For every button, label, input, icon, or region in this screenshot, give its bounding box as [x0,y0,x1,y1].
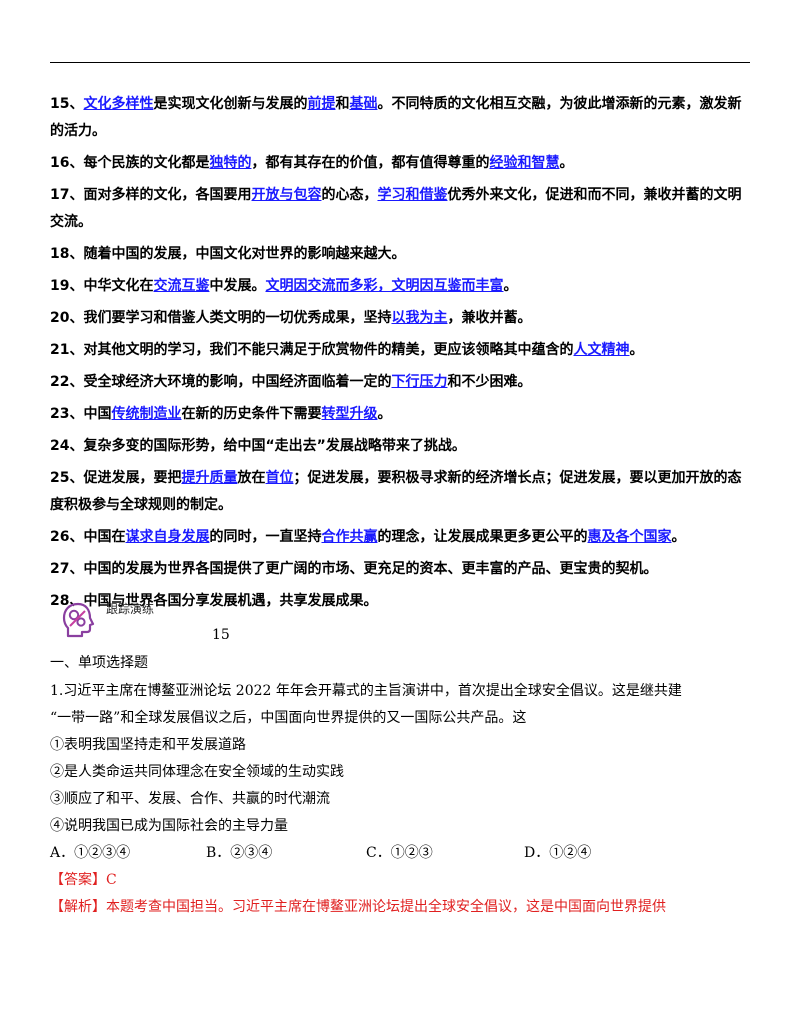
item-number: 18、 [50,246,84,262]
item-text: 我们要学习和借鉴人类文明的一切优秀成果，坚持 [83,310,392,326]
item-text: 在新的历史条件下需要 [181,406,322,422]
item-text: 。 [629,342,644,358]
knowledge-item: 17、面对多样的文化，各国要用开放与包容的心态，学习和借鉴优秀外来文化，促进和而… [50,182,750,236]
item-number: 20、 [50,310,84,326]
knowledge-item: 27、中国的发展为世界各国提供了更广阔的市场、更充足的资本、更丰富的产品、更宝贵… [50,556,750,583]
statement-4: ④说明我国已成为国际社会的主导力量 [50,818,288,834]
item-text: 。 [559,155,574,171]
knowledge-item: 19、中华文化在交流互鉴中发展。文明因交流而多彩，文明因互鉴而丰富。 [50,273,750,300]
keyword-highlight: 独特的 [209,155,252,171]
statement-1: ①表明我国坚持走和平发展道路 [50,737,246,753]
item-text: 中华文化在 [83,278,154,294]
option-d[interactable]: D．①②④ [524,845,592,861]
keyword-highlight: 基础 [349,96,378,112]
item-text: 中国的发展为世界各国提供了更广阔的市场、更充足的资本、更丰富的产品、更宝贵的契机… [83,561,658,577]
knowledge-item: 18、随着中国的发展，中国文化对世界的影响越来越大。 [50,241,750,268]
knowledge-item: 20、我们要学习和借鉴人类文明的一切优秀成果，坚持以我为主，兼收并蓄。 [50,305,750,332]
option-c[interactable]: C．①②③ [366,845,433,861]
keyword-highlight: 前提 [307,96,336,112]
head-gears-icon [62,602,95,638]
answer-options: A．①②③④ B．②③④ C．①②③ D．①②④ [50,840,750,867]
section-title: 一、单项选择题 [50,655,148,671]
knowledge-item: 23、中国传统制造业在新的历史条件下需要转型升级。 [50,401,750,428]
keyword-highlight: 下行压力 [391,374,448,390]
item-text: 是实现文化创新与发展的 [153,96,308,112]
keyword-highlight: 交流互鉴 [153,278,210,294]
knowledge-item: 15、文化多样性是实现文化创新与发展的前提和基础。不同特质的文化相互交融，为彼此… [50,91,750,145]
item-text: 优秀外来文化，促进和而不同，兼收并蓄的文明交流。 [50,187,742,230]
item-text: 的心态， [321,187,378,203]
keyword-highlight: 文化多样性 [83,96,154,112]
answer-line: 【答案】C [50,872,117,888]
item-text: 和 [335,96,350,112]
item-number: 19、 [50,278,84,294]
item-number: 27、 [50,561,84,577]
item-number: 21、 [50,342,84,358]
tracking-practice-label: 跟踪演练 [106,602,155,616]
item-text: 。 [377,406,392,422]
item-text: 受全球经济大环境的影响，中国经济面临着一定的 [83,374,392,390]
question-stem-line-1: 1.习近平主席在博鳌亚洲论坛 2022 年年会开幕式的主旨演讲中，首次提出全球安… [50,683,682,699]
knowledge-item: 21、对其他文明的学习，我们不能只满足于欣赏物件的精美，更应该领略其中蕴含的人文… [50,337,750,364]
item-number: 25、 [50,470,84,486]
item-text: 中国在 [83,529,126,545]
item-text: 的同时，一直坚持 [209,529,322,545]
item-number: 16、 [50,155,84,171]
item-text: 。 [503,278,518,294]
page-number: 15 [212,627,230,643]
knowledge-item: 25、促进发展，要把提升质量放在首位；促进发展，要积极寻求新的经济增长点；促进发… [50,465,750,519]
tracking-practice-header: 跟踪演练 [60,600,360,640]
item-text: 每个民族的文化都是 [83,155,210,171]
item-number: 17、 [50,187,84,203]
keyword-highlight: 传统制造业 [111,406,182,422]
keyword-highlight: 开放与包容 [251,187,322,203]
question-stem-line-2: “一带一路”和全球发展倡议之后，中国面向世界提供的又一国际公共产品。这 [50,710,527,726]
item-text: 的理念，让发展成果更多更公平的 [377,529,588,545]
item-text: 复杂多变的国际形势，给中国“走出去”发展战略带来了挑战。 [83,438,466,454]
item-text: 对其他文明的学习，我们不能只满足于欣赏物件的精美，更应该领略其中蕴含的 [83,342,574,358]
statement-2: ②是人类命运共同体理念在安全领域的生动实践 [50,764,344,780]
item-text: 中国 [83,406,112,422]
option-b[interactable]: B．②③④ [206,845,273,861]
item-number: 24、 [50,438,84,454]
keyword-highlight: 惠及各个国家 [587,529,672,545]
item-text: ，都有其存在的价值，都有值得尊重的 [251,155,490,171]
item-text: 。不同特质的文化相互交融，为彼此增添新的元素，激发新的活力。 [50,96,742,139]
item-text: 放在 [237,470,266,486]
keyword-highlight: 合作共赢 [321,529,378,545]
keyword-highlight: 提升质量 [181,470,238,486]
statement-3: ③顺应了和平、发展、合作、共赢的时代潮流 [50,791,330,807]
keyword-highlight: 人文精神 [573,342,630,358]
option-a[interactable]: A．①②③④ [50,845,131,861]
item-number: 15、 [50,96,84,112]
item-text: 。 [671,529,686,545]
top-rule [50,62,750,63]
keyword-highlight: 谋求自身发展 [125,529,210,545]
explanation-line: 【解析】本题考查中国担当。习近平主席在博鳌亚洲论坛提出全球安全倡议，这是中国面向… [50,899,666,915]
item-text: 促进发展，要把 [83,470,182,486]
item-number: 26、 [50,529,84,545]
keyword-highlight: 学习和借鉴 [377,187,448,203]
keyword-highlight: 首位 [265,470,294,486]
keyword-highlight: 文明因交流而多彩，文明因互鉴而丰富 [265,278,504,294]
item-text: 中国与世界各国分享发展机遇，共享发展成果。 [83,593,378,609]
keyword-highlight: 经验和智慧 [489,155,560,171]
keyword-highlight: 以我为主 [391,310,448,326]
item-number: 22、 [50,374,84,390]
item-text: ；促进发展，要积极寻求新的经济增长点；促进发展，要以更加开放的态度积极参与全球规… [50,470,742,513]
knowledge-item: 26、中国在谋求自身发展的同时，一直坚持合作共赢的理念，让发展成果更多更公平的惠… [50,524,750,551]
item-text: 随着中国的发展，中国文化对世界的影响越来越大。 [83,246,406,262]
keyword-highlight: 转型升级 [321,406,378,422]
item-text: 面对多样的文化，各国要用 [83,187,252,203]
question-1: 1.习近平主席在博鳌亚洲论坛 2022 年年会开幕式的主旨演讲中，首次提出全球安… [50,678,750,921]
item-text: 和不少困难。 [447,374,532,390]
knowledge-item: 22、受全球经济大环境的影响，中国经济面临着一定的下行压力和不少困难。 [50,369,750,396]
knowledge-item: 16、每个民族的文化都是独特的，都有其存在的价值，都有值得尊重的经验和智慧。 [50,150,750,177]
knowledge-item: 24、复杂多变的国际形势，给中国“走出去”发展战略带来了挑战。 [50,433,750,460]
item-text: 中发展。 [209,278,266,294]
item-text: ，兼收并蓄。 [447,310,532,326]
item-number: 23、 [50,406,84,422]
knowledge-point-list: 15、文化多样性是实现文化创新与发展的前提和基础。不同特质的文化相互交融，为彼此… [50,91,750,615]
